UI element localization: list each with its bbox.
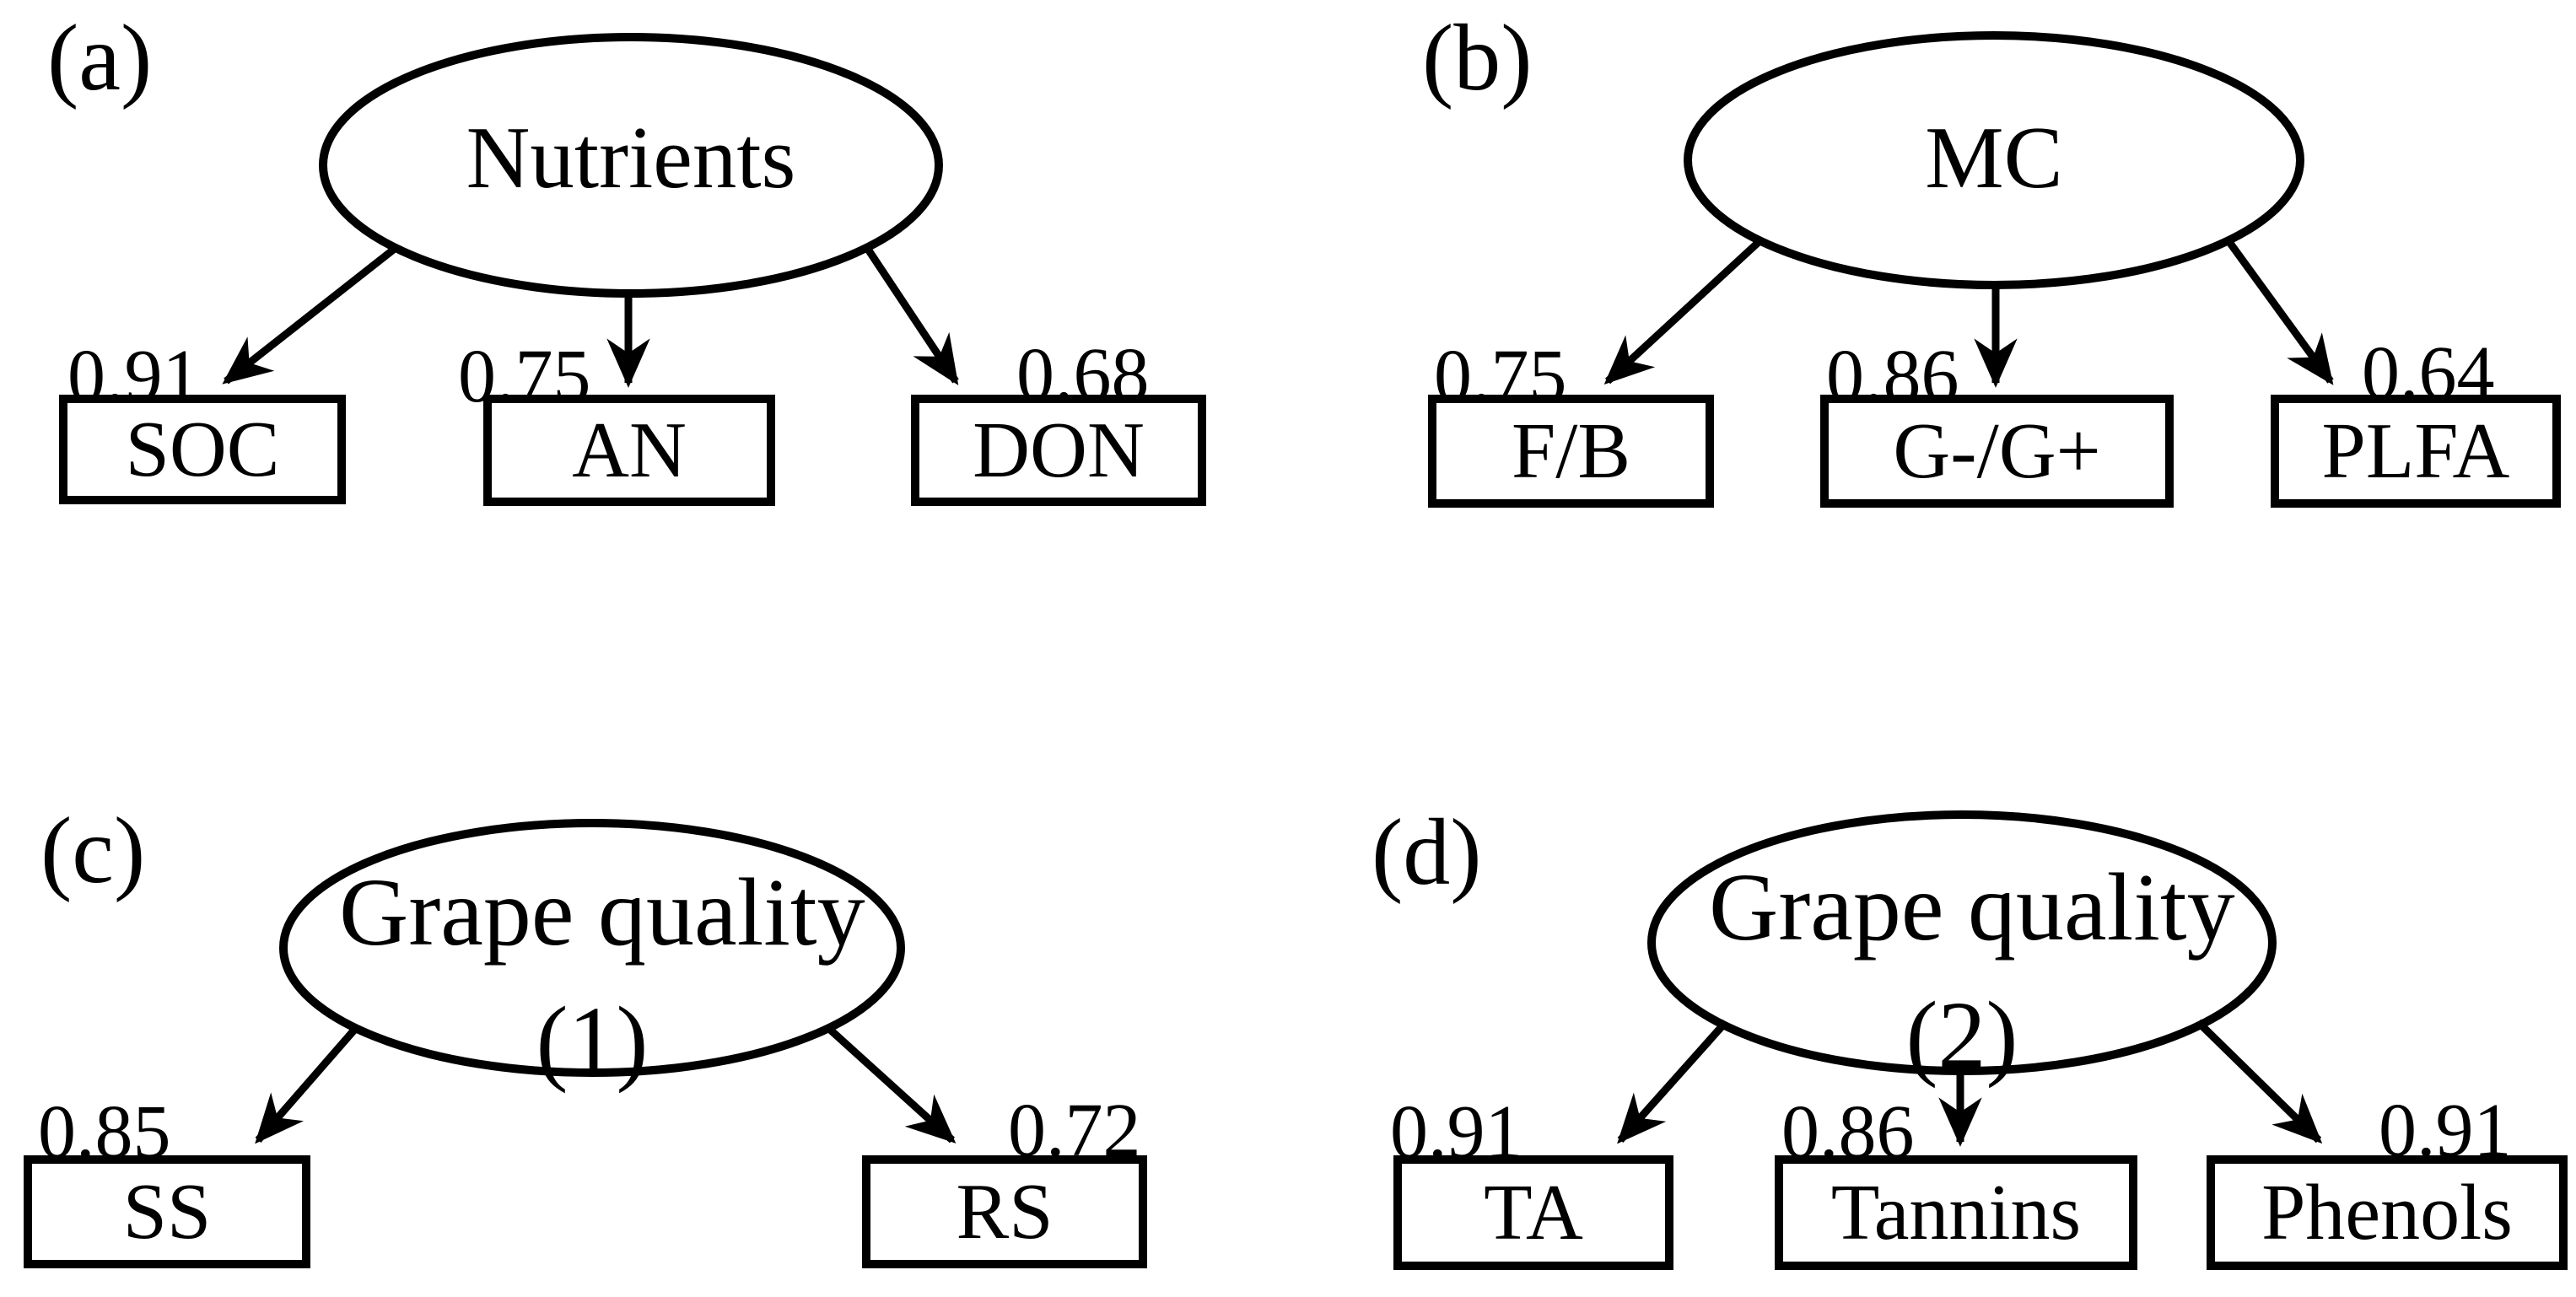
latent-label-line1: MC [1925,108,2063,207]
indicator-box-label: PLFA [2321,407,2510,495]
loading-value-phenols: 0.91 [2379,1089,2512,1172]
loading-value-don: 0.68 [1016,333,1150,417]
latent-ellipse-grape-quality-2 [1647,810,2277,1075]
indicator-box-label: SOC [125,406,280,493]
indicator-box-ta: TA [1393,1155,1673,1270]
indicator-box-ss: SS [24,1155,310,1268]
loading-value-ta: 0.91 [1390,1090,1523,1174]
indicator-box-rs: RS [862,1155,1147,1268]
arrow-nutrients-soc [222,245,398,385]
arrow-mc-plfa [2226,239,2334,385]
indicator-box-phenols: Phenols [2207,1155,2568,1270]
latent-label-line1: Nutrients [466,108,796,207]
arrow-mc-fb [1603,239,1762,385]
panel-label-d: (d) [1372,800,1482,905]
panel-label-b: (b) [1422,6,1533,110]
arrow-gq1-rs [825,1025,957,1144]
loading-value-plfa: 0.64 [2362,331,2495,415]
latent-ellipse-grape-quality-1 [279,819,905,1077]
indicator-box-label: DON [973,406,1145,494]
loading-value-an: 0.75 [458,335,591,418]
indicator-box-fb: F/B [1428,395,1714,508]
panel-label-a: (a) [47,6,153,110]
indicator-box-label: TA [1484,1169,1583,1257]
loading-value-tannins: 0.86 [1781,1090,1915,1174]
panel-c-arrows [255,1025,957,1144]
panel-b-arrows [1603,239,2334,388]
indicator-box-label: RS [956,1168,1054,1256]
loading-value-rs: 0.72 [1008,1089,1141,1172]
loading-value-soc: 0.91 [67,335,201,418]
arrow-gq1-ss [255,1025,359,1144]
panel-label-c: (c) [40,799,146,903]
indicator-box-label: SS [122,1168,212,1256]
arrow-nutrients-don [864,245,959,385]
latent-label-line2: (2) [1905,982,2018,1089]
latent-ellipse-nutrients [319,33,943,298]
indicator-box-label: Phenols [2261,1169,2513,1257]
indicator-box-label: AN [572,406,687,494]
latent-label-nutrients: Nutrients [378,105,884,211]
loading-value-fb: 0.75 [1434,335,1567,418]
loading-value-ss: 0.85 [38,1090,171,1174]
panel-d-arrows [1617,1019,2323,1147]
latent-label-line1: Grape quality [339,858,865,966]
indicator-box-label: F/B [1511,407,1631,495]
panel-a-arrows [222,245,959,388]
indicator-box-label: Tannins [1830,1169,2082,1257]
indicator-box-gg: G-/G+ [1820,395,2174,508]
indicator-box-soc: SOC [59,395,346,504]
latent-label-line1: Grape quality [1709,853,2235,961]
indicator-box-label: G-/G+ [1893,407,2101,495]
arrow-gq2-ta [1617,1020,1729,1144]
indicator-box-tannins: Tannins [1775,1155,2137,1270]
indicator-box-plfa: PLFA [2271,395,2561,508]
latent-label-line2: (1) [536,987,649,1094]
latent-label-grape-quality-2: Grape quality (2) [1709,843,2235,1100]
arrow-gq2-phenols [2195,1019,2323,1144]
loading-value-gg: 0.86 [1826,335,1959,418]
latent-label-mc: MC [1741,105,2247,211]
indicator-box-don: DON [911,395,1206,506]
latent-label-grape-quality-1: Grape quality (1) [339,848,865,1105]
latent-ellipse-mc [1684,31,2304,289]
indicator-box-an: AN [483,395,775,506]
